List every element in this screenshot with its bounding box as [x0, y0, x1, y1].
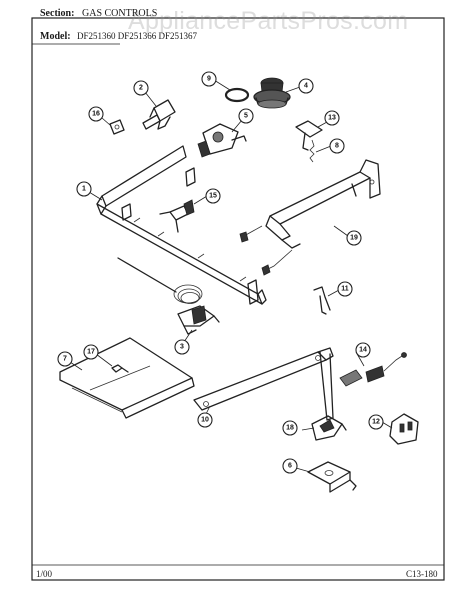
part-terminal-block [389, 413, 419, 445]
callout-8: 8 [329, 138, 345, 154]
callout-12-label: 12 [372, 419, 380, 426]
callout-1: 1 [76, 181, 92, 197]
callout-10-label: 10 [201, 417, 209, 424]
callout-10: 10 [197, 412, 213, 428]
callout-1-label: 1 [82, 186, 86, 193]
callout-13-label: 13 [328, 115, 336, 122]
callout-11-label: 11 [341, 286, 349, 293]
callout-15: 15 [205, 188, 221, 204]
part-pressure-regulator [253, 77, 291, 109]
part-manifold-pipe [96, 145, 267, 305]
part-mounting-bracket [307, 461, 357, 493]
callout-13: 13 [324, 110, 340, 126]
part-small-clip [109, 119, 125, 135]
part-support-rod [193, 347, 334, 421]
model-value: DF251360 DF251366 DF251367 [77, 31, 198, 41]
callout-9: 9 [201, 71, 217, 87]
callout-14: 14 [355, 342, 371, 358]
callout-18-label: 18 [286, 425, 294, 432]
page-border [31, 17, 445, 581]
part-tube-elbow [313, 286, 331, 315]
callout-4: 4 [298, 78, 314, 94]
part-o-ring [224, 87, 250, 103]
callout-7: 7 [57, 351, 73, 367]
section-value: GAS CONTROLS [82, 8, 158, 19]
section-label: Section: [40, 8, 75, 19]
callout-11: 11 [337, 281, 353, 297]
callout-4-label: 4 [304, 83, 308, 90]
part-burner-frame [239, 159, 381, 276]
callout-5-label: 5 [244, 113, 248, 120]
callout-7-label: 7 [63, 356, 67, 363]
callout-6: 6 [282, 458, 298, 474]
part-screw [111, 364, 129, 373]
part-igniter-terminal [311, 415, 347, 441]
part-oven-valve [117, 257, 220, 335]
callout-16-label: 16 [92, 111, 100, 118]
callout-9-label: 9 [207, 76, 211, 83]
callout-15-label: 15 [209, 193, 217, 200]
footer-page-code: C13-180 [406, 569, 438, 579]
callout-14-label: 14 [359, 347, 367, 354]
callout-19: 19 [346, 230, 362, 246]
part-igniter [339, 352, 407, 387]
callout-6-label: 6 [288, 463, 292, 470]
callout-8-label: 8 [335, 143, 339, 150]
callout-12: 12 [368, 414, 384, 430]
callout-3-label: 3 [180, 344, 184, 351]
part-thermostat-clip [159, 199, 195, 233]
part-safety-valve [197, 123, 247, 158]
part-valve-stem [142, 99, 176, 130]
callout-3: 3 [174, 339, 190, 355]
watermark-text: AppliancePartsPros.com [128, 7, 409, 35]
model-label: Model: [40, 31, 71, 42]
callout-16: 16 [88, 106, 104, 122]
callout-5: 5 [238, 108, 254, 124]
callout-19-label: 19 [350, 235, 358, 242]
part-spring-clip [309, 139, 315, 163]
part-heat-shield [59, 337, 195, 419]
callout-18: 18 [282, 420, 298, 436]
callout-2-label: 2 [139, 85, 143, 92]
footer-date: 1/00 [36, 569, 53, 579]
part-pivot-bracket [295, 120, 323, 151]
callout-2: 2 [133, 80, 149, 96]
callout-17: 17 [83, 344, 99, 360]
callout-17-label: 17 [87, 349, 95, 356]
callout-leaders [69, 79, 393, 473]
